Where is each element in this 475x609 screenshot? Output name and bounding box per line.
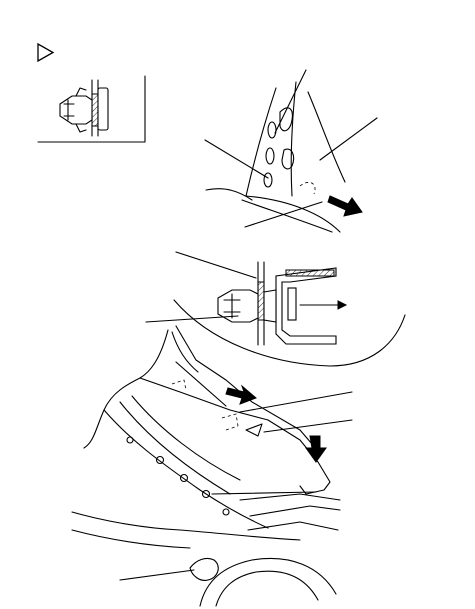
cowl-panel-view (71, 325, 353, 607)
clip-section-view (145, 251, 406, 367)
clip-detail-inset (37, 75, 146, 143)
play-triangle-icon (37, 42, 55, 63)
pillar-trim-view (204, 69, 378, 233)
